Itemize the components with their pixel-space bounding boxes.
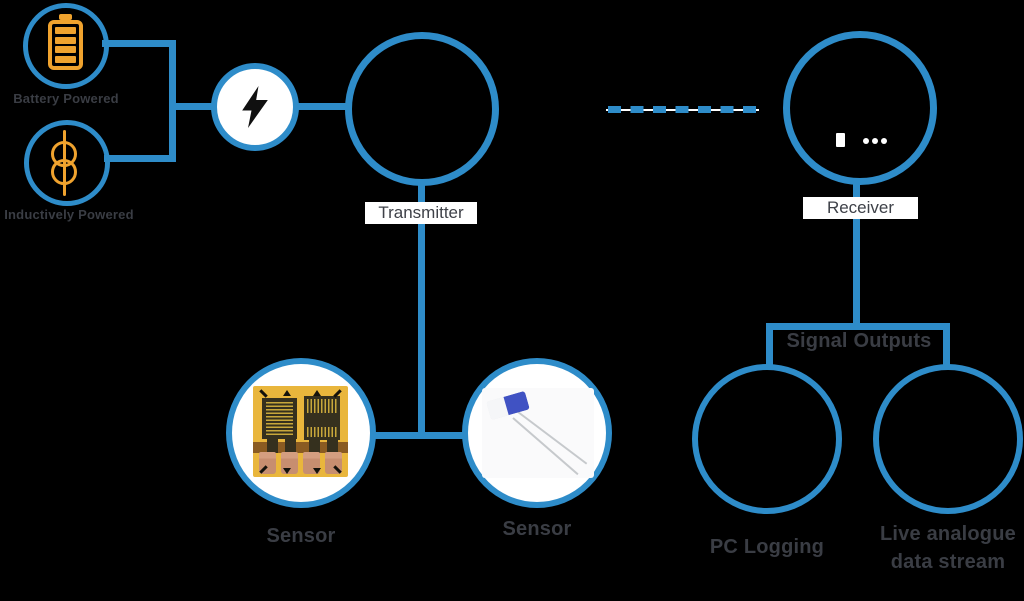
signal-outputs-label: Signal Outputs — [786, 330, 932, 352]
transmitter-label: Transmitter — [365, 202, 477, 224]
bolt-to-transmitter-line — [297, 103, 349, 110]
battery-node-circle — [23, 3, 109, 89]
pc-logging-circle — [692, 364, 842, 514]
sensor-junction-line — [372, 432, 466, 439]
thermistor-sensor-circle — [462, 358, 612, 508]
outputs-bracket-right-drop — [943, 323, 950, 365]
lightning-bolt-icon — [217, 69, 293, 145]
power-bus-line — [169, 40, 176, 162]
inductive-node-circle — [24, 120, 110, 206]
inductive-node-label: Inductively Powered — [4, 207, 134, 222]
thermistor-sensor-label: Sensor — [502, 518, 572, 540]
live-analogue-label-line2: data stream — [890, 551, 1006, 573]
outputs-bracket-left-drop — [766, 323, 773, 365]
strain-gauge-sensor-label: Sensor — [266, 525, 336, 547]
strain-gauge-photo — [253, 386, 348, 477]
wireless-link-dashes — [608, 106, 760, 113]
transmitter-circle — [345, 32, 499, 186]
live-analogue-label-line1: Live analogue — [880, 523, 1016, 545]
power-node-circle — [211, 63, 299, 151]
receiver-circle — [783, 31, 937, 185]
power-to-bolt-line — [169, 103, 215, 110]
live-analogue-label: Live analogue data stream — [860, 520, 1024, 576]
receiver-label: Receiver — [803, 197, 918, 219]
battery-connector-line — [102, 40, 176, 47]
battery-node-label: Battery Powered — [13, 91, 119, 106]
live-analogue-circle — [873, 364, 1023, 514]
outputs-bracket-top-line — [766, 323, 950, 330]
inductive-connector-line — [104, 155, 176, 162]
receiver-to-outputs-line — [853, 183, 860, 330]
pc-logging-label: PC Logging — [709, 536, 825, 558]
strain-gauge-sensor-circle — [226, 358, 376, 508]
transmitter-to-sensors-line — [418, 185, 425, 437]
